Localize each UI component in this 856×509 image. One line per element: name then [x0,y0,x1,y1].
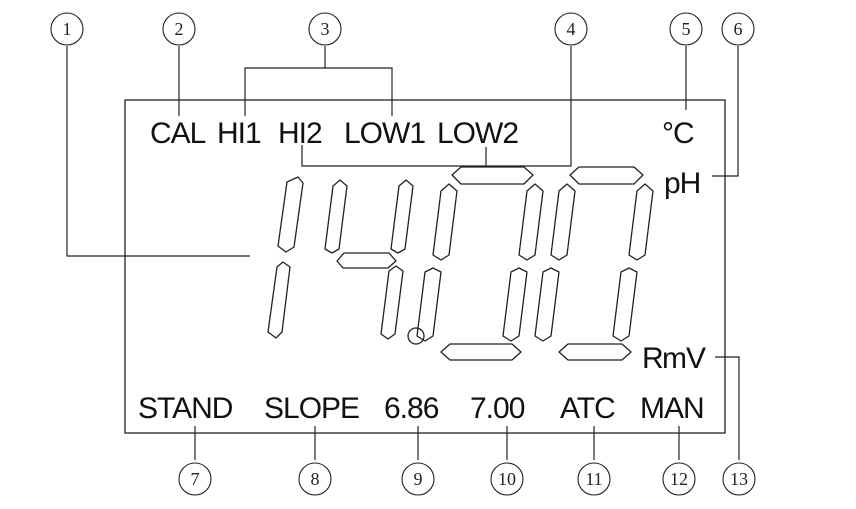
segment [558,343,632,361]
segment [324,179,348,254]
cal-indicator: CAL [150,117,206,150]
callout-number: 10 [498,469,516,489]
segment [416,267,442,342]
segment [380,265,404,340]
hi1-indicator: HI1 [217,117,261,150]
callout-circle [401,462,435,496]
bracket-4 [301,145,487,167]
callout-circle [554,12,588,46]
callout-number: 11 [585,469,602,489]
digit-0-first [416,166,544,361]
hi2-indicator: HI2 [278,117,322,150]
segment [267,261,291,339]
atc-indicator: ATC [560,392,615,425]
stand-indicator: STAND [138,392,233,425]
callout-number: 5 [682,19,691,39]
segment [390,179,414,254]
man-indicator: MAN [640,392,704,425]
callout-circle [662,462,696,496]
segment [502,267,528,342]
celsius-indicator: °C [662,117,694,150]
callout-number: 13 [730,469,748,489]
segment [534,267,560,342]
leader-lines [66,46,740,460]
seven-segment-display [267,166,654,361]
callout-number: 2 [175,19,184,39]
segment [518,183,544,261]
bracket-3 [244,67,393,116]
low1-indicator: LOW1 [344,117,425,150]
callout-number: 6 [734,19,743,39]
callout-number: 9 [414,469,423,489]
segment [628,183,654,261]
callout-circle [722,462,756,496]
low2-indicator: LOW2 [437,117,518,150]
segment [451,166,534,185]
leader-6 [712,46,739,177]
leader-4 [486,46,572,167]
digit-0-second [534,166,654,361]
digit-1 [267,176,304,339]
callout-number: 8 [311,469,320,489]
leader-1 [66,46,250,257]
r-indicator: R [642,342,663,375]
segment [569,166,644,185]
decimal-point [407,327,425,345]
callout-circle [308,12,342,46]
leader-13 [715,356,740,460]
callout-circle [298,462,332,496]
callout-circle [490,462,524,496]
segment [277,176,304,253]
callout-circle [178,462,212,496]
segment [612,267,638,342]
mv-indicator: mV [662,342,706,375]
callout-circle [669,12,703,46]
callout-number: 7 [191,469,200,489]
callout-number: 12 [670,469,688,489]
slope-indicator: SLOPE [264,392,359,425]
callout-circle [577,462,611,496]
callout-number: 4 [567,19,576,39]
ph-indicator: pH [664,167,700,200]
segment [440,343,522,361]
callout-number: 1 [63,19,72,39]
callout-circle [50,12,84,46]
buffer-686-indicator: 6.86 [384,392,439,425]
segment [550,183,576,261]
callouts: 1 2 3 4 5 6 7 8 9 10 11 12 13 [50,12,756,496]
callout-circle [721,12,755,46]
segment [432,183,458,261]
lcd-panel [124,99,726,434]
digit-4 [324,179,414,340]
callout-number: 3 [321,19,330,39]
callout-circle [162,12,196,46]
buffer-700-indicator: 7.00 [470,392,525,425]
segment [336,252,397,269]
